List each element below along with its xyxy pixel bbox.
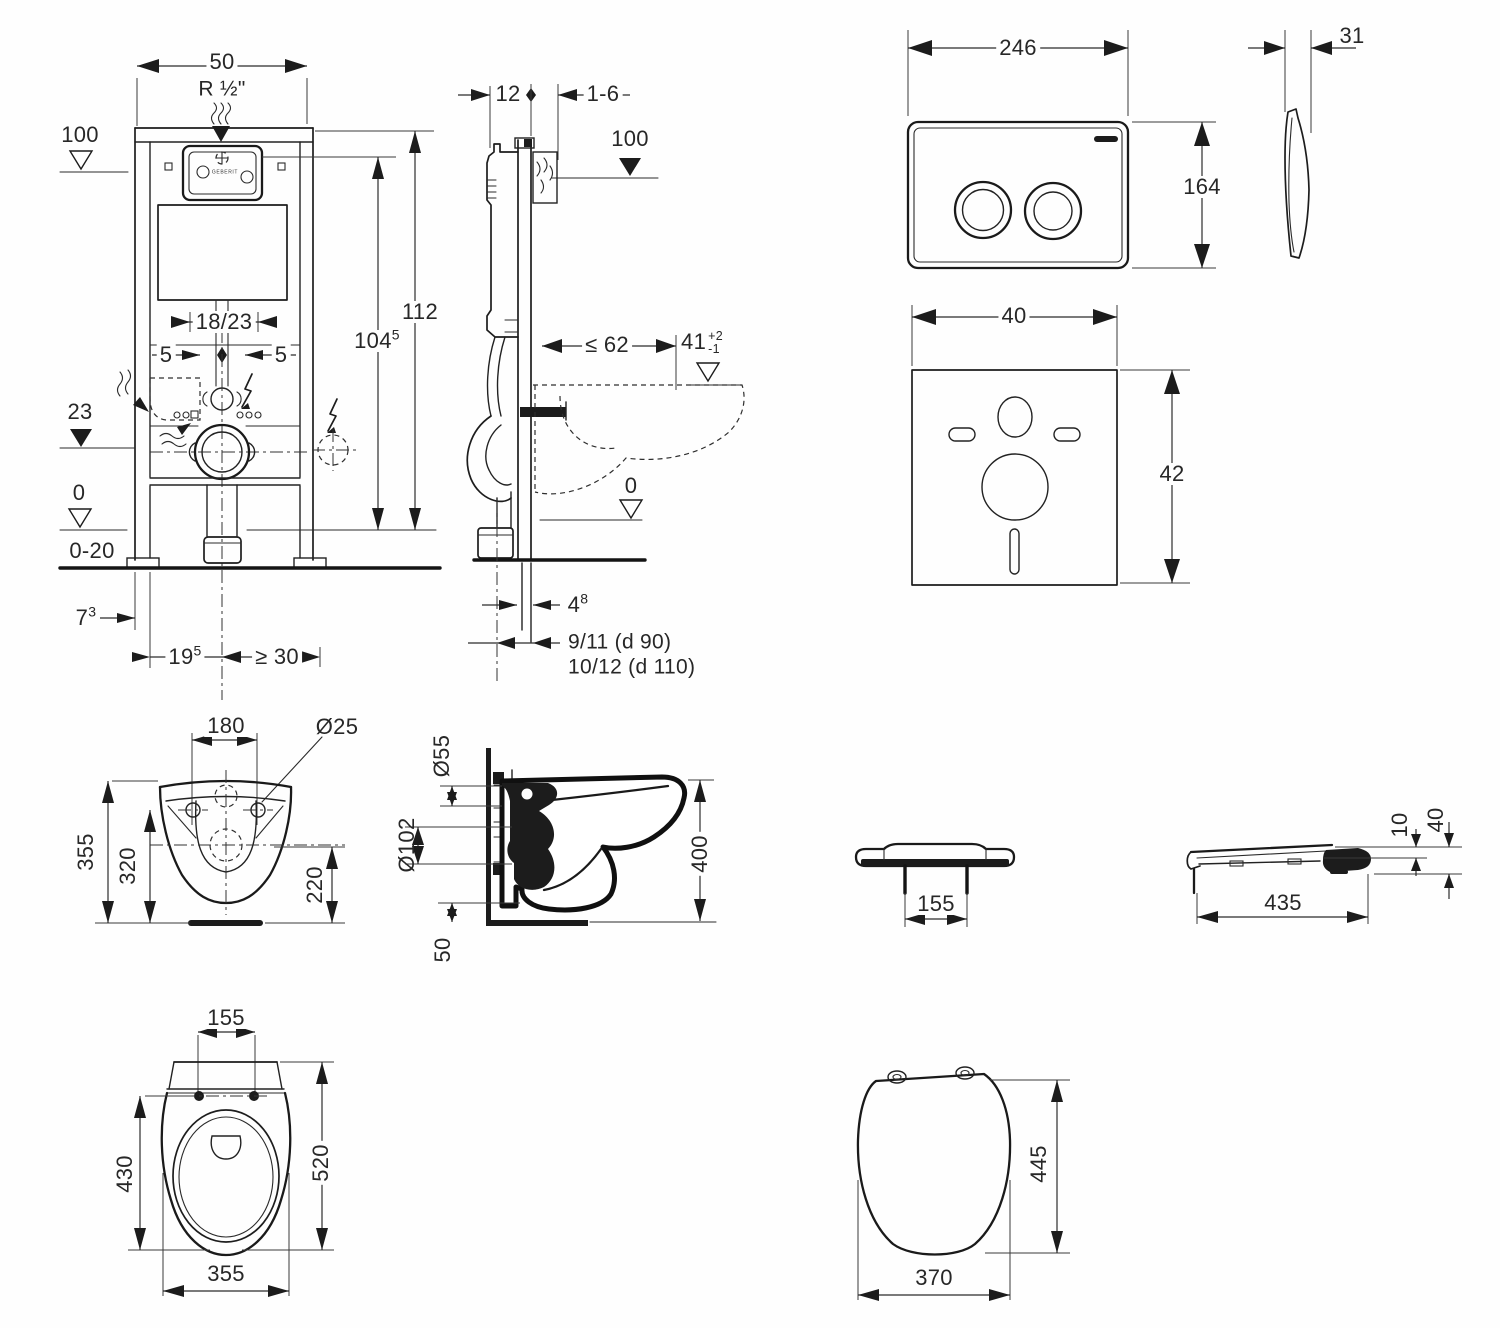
- dim-bowl-hole-spacing: 180: [204, 715, 248, 737]
- dim-bowl-depth: ≤ 62: [582, 334, 632, 356]
- dim-bowl-320: 320: [115, 844, 140, 888]
- dim-bowl-depth-400: 400: [687, 832, 712, 876]
- bowl-side-view: [405, 748, 717, 926]
- dim-frame-width: 50: [206, 51, 238, 73]
- bowl-front-view: [95, 733, 345, 926]
- dim-seat-height-40: 40: [1423, 807, 1448, 833]
- dim-top-430: 430: [112, 1152, 137, 1196]
- dim-seat-top-445: 445: [1026, 1142, 1051, 1186]
- dim-bottom-gap-50: 50: [430, 937, 455, 963]
- dim-drain-size-2: 10/12 (d 110): [568, 655, 696, 679]
- flush-plate-front-view: [906, 30, 1216, 270]
- dim-level-100-side: 100: [611, 126, 649, 151]
- dim-inlet-dia: Ø55: [429, 734, 454, 778]
- dim-seat-hinge-spacing: 155: [914, 893, 958, 915]
- dim-top-355: 355: [204, 1263, 248, 1285]
- dim-top-hole-spacing: 155: [204, 1007, 248, 1029]
- dim-frame-height-104: 1045: [351, 328, 403, 352]
- dim-seat-top-370: 370: [912, 1267, 956, 1289]
- dim-top-520: 520: [308, 1141, 333, 1185]
- dim-drain-size-1: 9/11 (d 90): [568, 630, 672, 654]
- dim-outlet-dia: Ø102: [394, 817, 419, 873]
- bowl-top-view: [128, 1026, 334, 1297]
- dim-finish-range: 1-6: [583, 83, 623, 105]
- dim-level-100: 100: [61, 122, 99, 147]
- dim-plate-height: 164: [1180, 176, 1224, 198]
- dim-offset-right: 5: [271, 344, 291, 366]
- dim-floor-zero: 0: [72, 480, 86, 505]
- dim-seat-length-435: 435: [1261, 892, 1305, 914]
- brand-label: GEBERIT: [211, 169, 239, 176]
- dim-floor-zero-side: 0: [624, 473, 638, 498]
- dim-floor-adjust: 0-20: [69, 538, 115, 563]
- seat-side-view: [1186, 822, 1462, 924]
- dim-depth-7: 73: [75, 603, 97, 630]
- dim-outlet-level: 23: [67, 399, 93, 424]
- seat-rear-view: [854, 842, 1016, 927]
- dim-bowl-355: 355: [73, 830, 98, 874]
- dim-seat-thickness: 10: [1387, 812, 1412, 838]
- dim-mat-width: 40: [998, 305, 1030, 327]
- dim-side-min-30: ≥ 30: [252, 646, 302, 668]
- dim-profile-depth: 12: [492, 83, 524, 105]
- dim-plate-width: 246: [996, 37, 1040, 59]
- dim-drain-19: 195: [165, 644, 205, 668]
- dim-plate-depth: 31: [1339, 23, 1365, 48]
- dim-bowl-hole-dia: Ø25: [315, 714, 359, 739]
- frame-side-view: [458, 84, 745, 682]
- dim-frame-height-112: 112: [399, 301, 441, 323]
- dim-seat-height-41: 41+2-1: [681, 328, 723, 356]
- dim-bowl-220: 220: [302, 863, 327, 907]
- dim-bolt-spacing: 18/23: [192, 311, 256, 333]
- dim-offset-left: 5: [156, 344, 176, 366]
- frame-front-view: [58, 59, 442, 700]
- flush-plate-side-view: [1248, 30, 1356, 259]
- seat-top-view: [856, 1066, 1070, 1301]
- sound-mat-view: [911, 305, 1190, 586]
- label-supply-thread: R ½": [198, 77, 246, 101]
- dim-mat-height: 42: [1156, 463, 1188, 485]
- dim-offset-4: 48: [567, 590, 589, 617]
